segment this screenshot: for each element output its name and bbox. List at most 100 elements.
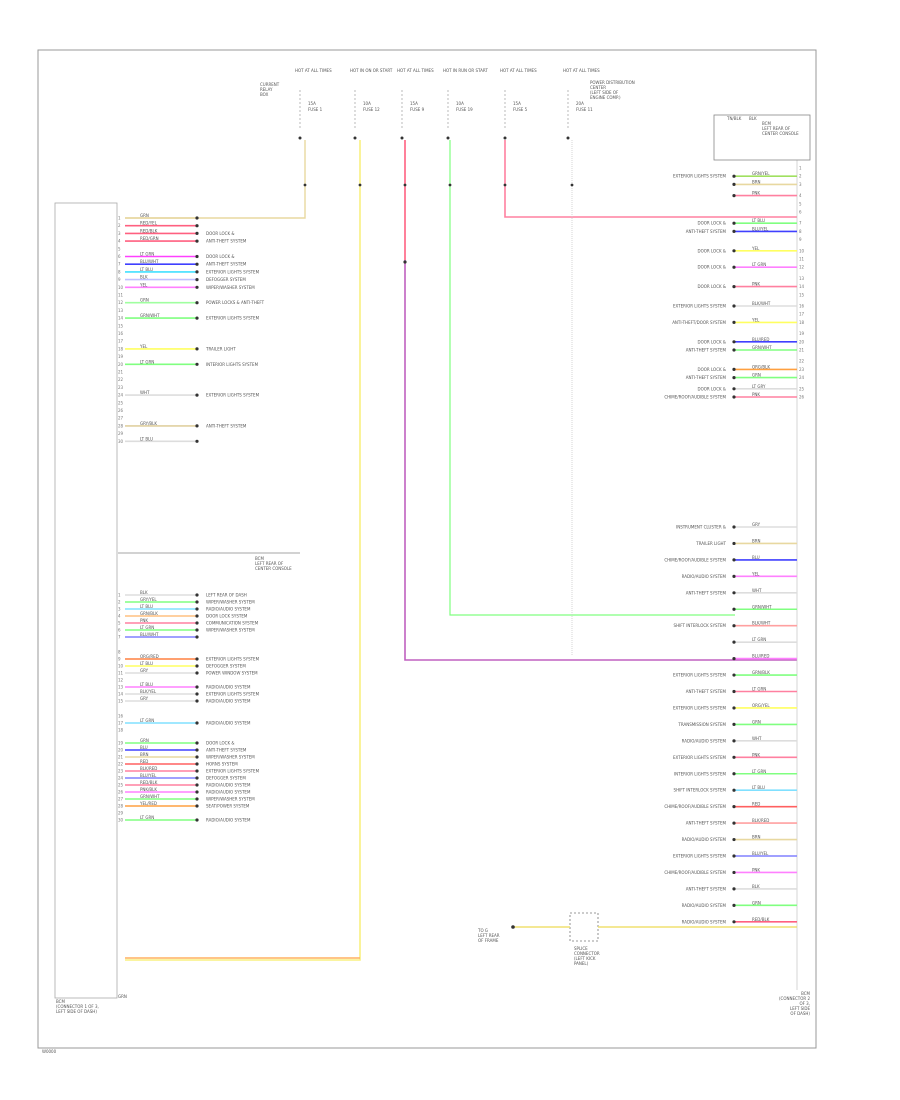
left-lower-pin-destination: DOOR LOCK &	[206, 741, 234, 746]
right-pin-number: 24	[799, 375, 805, 380]
left-lower-pin-destination: SEAT/POWER SYSTEM	[206, 804, 250, 809]
right-pin-destination: CHIME/ROOF/AUDIBLE SYSTEM	[664, 395, 726, 400]
left-lower-pin-number: 3	[118, 607, 121, 612]
fuse-terminal	[400, 136, 404, 140]
left-pin-terminal	[195, 347, 199, 351]
left-lower-pin-number: 7	[118, 635, 121, 640]
junction-dot	[358, 183, 362, 187]
left-pin-wire-label: LT GRN	[140, 359, 154, 364]
left-lower-pin-terminal	[195, 762, 199, 766]
left-lower-pin-number: 25	[118, 783, 124, 788]
right-pin-terminal	[732, 376, 736, 380]
left-lower-pin-destination: WIPER/WASHER SYSTEM	[206, 797, 255, 802]
left-lower-pin-terminal	[195, 593, 199, 597]
left-lower-pin-wire-label: BRN	[140, 752, 149, 757]
left-lower-pin-terminal	[195, 607, 199, 611]
left-pin-terminal	[195, 424, 199, 428]
left-lower-pin-destination: EXTERIOR LIGHTS SYSTEM	[206, 769, 260, 774]
right-module-caption: LEFT SIDE	[790, 1006, 811, 1011]
right-lower-pin-wire-label: GRN	[752, 719, 761, 724]
fuse-title: HOT IN RUN OR START	[443, 68, 488, 73]
right-lower-pin-wire-label: BLU/RED	[752, 654, 769, 659]
top-right-box-caption: BCM	[762, 121, 771, 126]
junction-dot	[448, 183, 452, 187]
right-pin-number: 19	[799, 331, 805, 336]
right-lower-pin-wire-label: BLK/RED	[752, 818, 769, 823]
left-lower-pin-wire-label: BLU/YEL	[140, 773, 157, 778]
left-lower-pin-number: 29	[118, 811, 124, 816]
right-pin-number: 1	[799, 166, 802, 171]
left-pin-number: 9	[118, 277, 121, 282]
left-lower-pin-number: 22	[118, 762, 124, 767]
right-pin-number: 13	[799, 276, 805, 281]
left-pin-number: 15	[118, 323, 124, 328]
right-pin-terminal	[732, 265, 736, 269]
left-pin-number: 19	[118, 354, 124, 359]
ground-left-label: LEFT REAR	[478, 933, 500, 938]
left-pin-terminal	[195, 439, 199, 443]
left-lower-pin-terminal	[195, 621, 199, 625]
right-pin-terminal	[732, 285, 736, 289]
left-pin-wire-label: WHT	[140, 390, 150, 395]
right-pin-number: 2	[799, 174, 802, 179]
left-lower-pin-number: 20	[118, 748, 124, 753]
splice-dot	[403, 260, 407, 264]
left-lower-pin-destination: EXTERIOR LIGHTS SYSTEM	[206, 657, 260, 662]
ground-box-caption: SPLICE	[574, 946, 588, 951]
right-lower-pin-destination: ANTI-THEFT SYSTEM	[686, 590, 727, 595]
right-pin-wire-label: GRN/WHT	[752, 345, 772, 350]
left-module-connector: BCM(CONNECTOR 1 OF 3,LEFT SIDE OF DASH)1…	[54, 202, 300, 1014]
right-lower-pin-terminal	[732, 640, 736, 644]
left-lower-pin-terminal	[195, 664, 199, 668]
left-pin-number: 22	[118, 377, 124, 382]
right-pin-number: 22	[799, 359, 805, 364]
right-pin-number: 10	[799, 248, 805, 253]
right-pin-terminal	[732, 229, 736, 233]
fuse-terminal	[566, 136, 570, 140]
right-pin-wire-label: BLK/WHT	[752, 301, 771, 306]
right-pin-number: 20	[799, 339, 805, 344]
right-lower-pin-terminal	[732, 755, 736, 759]
right-lower-pin-destination: EXTERIOR LIGHTS SYSTEM	[673, 705, 727, 710]
right-lower-pin-wire-label: GRN/BLK	[752, 670, 770, 675]
left-lower-pin-wire-label: YEL/RED	[139, 801, 157, 806]
fuse-name: FUSE 12	[363, 107, 380, 112]
fuse-title: HOT AT ALL TIMES	[563, 68, 600, 73]
right-pin-number: 8	[799, 229, 802, 234]
left-lower-pin-destination: DOOR LOCK SYSTEM	[206, 614, 248, 619]
right-pin-number: 11	[799, 257, 805, 262]
left-pin-terminal	[195, 285, 199, 289]
right-pin-wire-label: PNK	[752, 282, 760, 287]
left-pin-wire-label: RED/YEL	[140, 221, 158, 226]
left-lower-pin-number: 6	[118, 628, 121, 633]
left-lower-pin-terminal	[195, 600, 199, 604]
mid-left-box-caption: BCM	[255, 556, 264, 561]
right-pin-destination: DOOR LOCK &	[698, 284, 726, 289]
left-pin-wire-label: BLK	[140, 275, 148, 280]
left-pin-terminal	[195, 262, 199, 266]
left-pin-destination: ANTI-THEFT SYSTEM	[206, 262, 247, 267]
right-lower-pin-wire-label: PNK	[752, 867, 760, 872]
fuse-amp: 15A	[410, 101, 418, 106]
left-pin-number: 12	[118, 300, 124, 305]
right-module-caption: OF 3,	[799, 1001, 810, 1006]
right-pin-number: 15	[799, 292, 805, 297]
right-lower-pin-destination: INSTRUMENT CLUSTER &	[676, 525, 726, 530]
left-pin-wire-label: LT BLU	[140, 436, 153, 441]
left-pin-destination: EXTERIOR LIGHTS SYSTEM	[206, 269, 260, 274]
right-lower-pin-wire-label: ORG/YEL	[752, 703, 770, 708]
right-pin-destination: DOOR LOCK &	[698, 248, 726, 253]
right-lower-pin-terminal	[732, 558, 736, 562]
right-lower-pin-terminal	[732, 525, 736, 529]
right-pin-wire-label: GRN	[752, 373, 761, 378]
left-lower-pin-terminal	[195, 692, 199, 696]
left-pin-destination: EXTERIOR LIGHTS SYSTEM	[206, 316, 260, 321]
left-pin-number: 30	[118, 439, 124, 444]
fuse-terminal	[503, 136, 507, 140]
left-pin-number: 5	[118, 246, 121, 251]
right-lower-pin-destination: EXTERIOR LIGHTS SYSTEM	[673, 854, 727, 859]
left-lower-pin-wire-label: BLK/YEL	[140, 689, 157, 694]
left-lower-pin-terminal	[195, 657, 199, 661]
left-pin-number: 14	[118, 316, 124, 321]
